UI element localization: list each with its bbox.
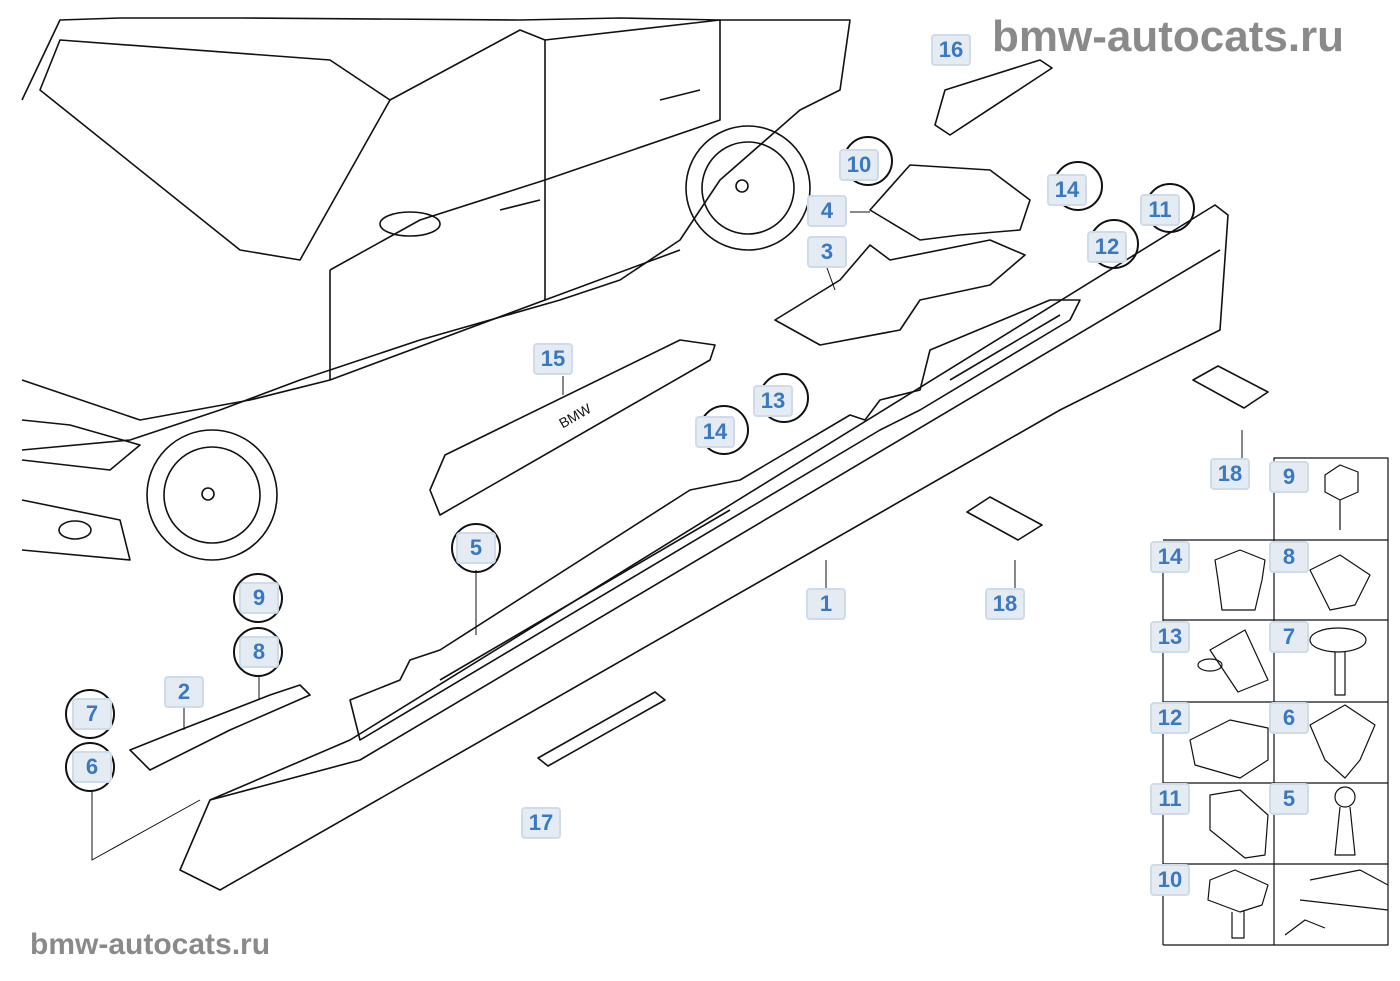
bmw-badge-text: BMW xyxy=(556,400,594,431)
part-label-16[interactable]: 16 xyxy=(931,34,971,66)
part-label-13[interactable]: 13 xyxy=(753,385,793,417)
part-label-18[interactable]: 18 xyxy=(985,588,1025,620)
grid-label-14[interactable]: 14 xyxy=(1150,541,1190,573)
part-label-3[interactable]: 3 xyxy=(807,236,847,268)
part-label-5[interactable]: 5 xyxy=(456,532,496,564)
part-label-2[interactable]: 2 xyxy=(164,676,204,708)
grid-label-5[interactable]: 5 xyxy=(1269,783,1309,815)
grid-label-12[interactable]: 12 xyxy=(1150,702,1190,734)
part-label-1[interactable]: 1 xyxy=(806,588,846,620)
watermark-top: bmw-autocats.ru xyxy=(992,12,1345,61)
callout-circle xyxy=(65,689,115,739)
pad-part-17 xyxy=(537,691,666,767)
part-label-12[interactable]: 12 xyxy=(1087,231,1127,263)
door-sill-trim-part-15 xyxy=(429,339,716,516)
trim-part-16 xyxy=(934,59,1053,136)
part-label-18[interactable]: 18 xyxy=(1210,458,1250,490)
grid-label-8[interactable]: 8 xyxy=(1269,541,1309,573)
part-label-8[interactable]: 8 xyxy=(239,636,279,668)
pad-part-18a xyxy=(966,496,1043,541)
part-label-14[interactable]: 14 xyxy=(695,416,735,448)
callout-circle xyxy=(233,627,283,677)
bracket-part-4 xyxy=(869,164,1031,241)
grid-label-11[interactable]: 11 xyxy=(1150,783,1190,815)
part-label-11[interactable]: 11 xyxy=(1140,194,1180,226)
grid-label-6[interactable]: 6 xyxy=(1269,702,1309,734)
side-sill-part-1 xyxy=(179,204,1229,891)
watermark-bottom: bmw-autocats.ru xyxy=(30,928,271,961)
callout-circle xyxy=(233,573,283,623)
callout-circle xyxy=(65,742,115,792)
grid-label-10[interactable]: 10 xyxy=(1150,864,1190,896)
part-label-4[interactable]: 4 xyxy=(807,195,847,227)
part-label-7[interactable]: 7 xyxy=(72,698,112,730)
callout-circle xyxy=(451,523,501,573)
bracket-part-2 xyxy=(129,684,311,771)
car-illustration xyxy=(21,17,851,561)
pad-part-18b xyxy=(1192,365,1269,409)
part-label-17[interactable]: 17 xyxy=(521,807,561,839)
part-label-9[interactable]: 9 xyxy=(239,582,279,614)
part-label-10[interactable]: 10 xyxy=(839,149,879,181)
grid-label-9[interactable]: 9 xyxy=(1269,461,1309,493)
part-label-6[interactable]: 6 xyxy=(72,751,112,783)
grid-label-7[interactable]: 7 xyxy=(1269,621,1309,653)
part-label-15[interactable]: 15 xyxy=(533,343,573,375)
part-label-14[interactable]: 14 xyxy=(1047,174,1087,206)
grid-label-13[interactable]: 13 xyxy=(1150,621,1190,653)
bracket-part-3 xyxy=(774,239,1026,346)
